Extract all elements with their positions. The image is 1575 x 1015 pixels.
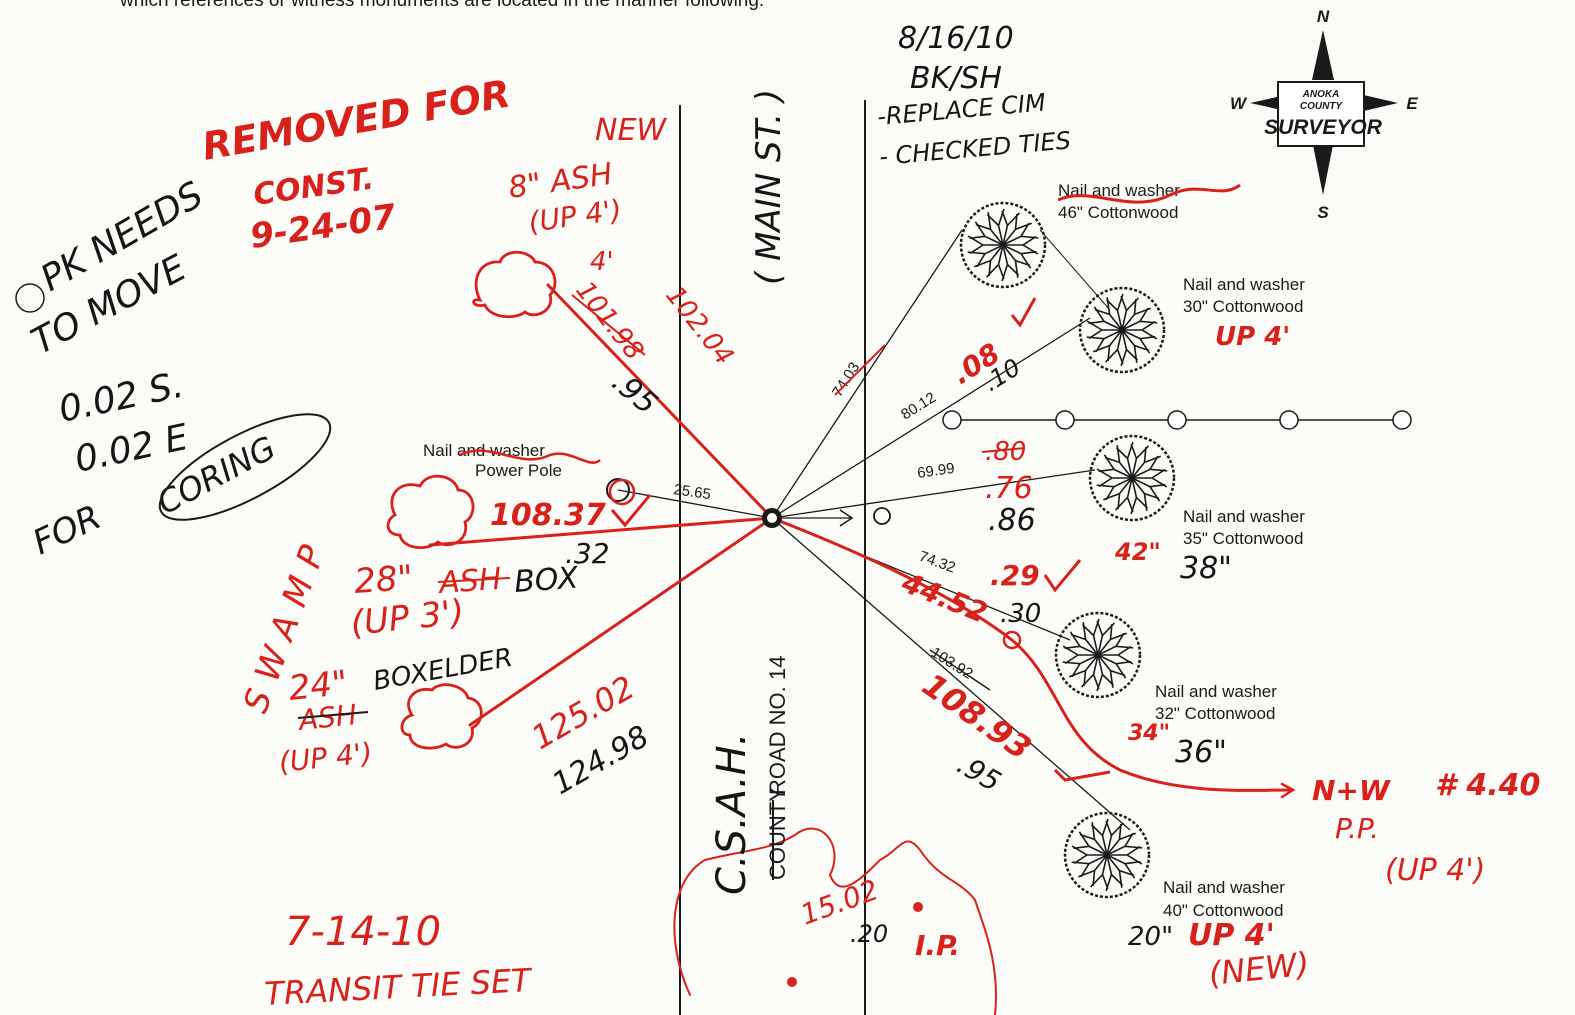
red-tie-lines <box>428 283 1296 1015</box>
main-st-label: ( MAIN ST. ) <box>749 89 789 285</box>
compass-w: W <box>1230 94 1248 113</box>
t3-line2: 35" Cottonwood <box>1183 529 1303 548</box>
t3-size-new: 38" <box>1180 551 1232 586</box>
header-text: which references or witness monuments ar… <box>119 0 764 11</box>
power-pole-dist: 25.65 <box>672 481 712 503</box>
t4-size-old: 34" <box>1128 721 1170 746</box>
t4-line1: Nail and washer <box>1155 682 1277 701</box>
power-pole-symbol <box>606 478 630 502</box>
t5-line1: Nail and washer <box>1163 878 1285 897</box>
offset-line2: 0.02 E <box>71 417 192 481</box>
pp-dist-red1: 44.52 <box>896 566 991 630</box>
note-replace-cim: -REPLACE CIM <box>876 88 1047 131</box>
t2-line2: 30" Cottonwood <box>1183 297 1303 316</box>
t3-dist-red2: .76 <box>985 471 1033 506</box>
t2-up: UP 4' <box>1215 322 1290 352</box>
box24-up: (UP 4') <box>277 736 374 779</box>
compass-badge-line1: ANOKA <box>1302 89 1340 100</box>
t1-dist-old: 74.03 <box>829 359 863 400</box>
check-initials: BK/SH <box>910 61 1002 96</box>
t4-dist-red: .29 <box>990 559 1040 592</box>
removed-note-line1: REMOVED FOR <box>199 71 514 168</box>
ash8-extra: 4' <box>590 247 614 277</box>
county-word: COUNTY <box>765 787 790 880</box>
utility-line <box>942 410 1412 430</box>
t4-dist-black: .30 <box>1000 599 1041 629</box>
cottonwood-tree-icon <box>1054 611 1142 699</box>
shrub-28in-box <box>386 474 475 550</box>
csah-label: C.S.A.H. <box>709 733 755 895</box>
t4-size-new: 36" <box>1175 735 1227 770</box>
compass-badge-line2: COUNTY <box>1300 101 1344 112</box>
shrub-8in-ash <box>472 250 557 319</box>
box24-size: 24" <box>287 663 350 709</box>
cottonwood-tree-icon <box>1088 434 1176 522</box>
pp-pp: P.P. <box>1335 812 1379 845</box>
t5-size-new: 20" <box>1128 922 1173 952</box>
compass-n: N <box>1317 7 1330 26</box>
cottonwood-tree-icon <box>959 201 1047 289</box>
cottonwood-tree-icon <box>1078 286 1166 374</box>
t3-dist-old: 69.99 <box>916 460 956 482</box>
bottom-dist-black: .20 <box>850 920 888 948</box>
road-number: ROAD NO. 14 <box>765 656 790 795</box>
pp-num: # 4.40 <box>1435 768 1540 803</box>
note-checked-ties: - CHECKED TIES <box>878 126 1072 171</box>
t3-size-old: 42" <box>1114 538 1161 566</box>
cottonwood-tree-icon <box>1063 811 1151 899</box>
pp-up: (UP 4') <box>1385 853 1485 888</box>
t5-line2: 40" Cottonwood <box>1163 901 1283 920</box>
t2-dist-old: 80.12 <box>898 389 939 423</box>
t5-up: UP 4' <box>1188 918 1275 953</box>
compass-e: E <box>1406 94 1418 113</box>
ash8-dist-check: .95 <box>605 364 664 421</box>
power-pole-line2: Power Pole <box>475 461 562 480</box>
box28-species-new: BOX <box>513 561 581 600</box>
shrub-24in-boxelder <box>400 683 483 750</box>
compass-rose: N S W E ANOKA COUNTY SURVEYOR <box>1230 7 1418 222</box>
box28-size: 28" <box>353 558 415 602</box>
cottonwood-trees <box>959 201 1176 899</box>
t3-dist-black: .86 <box>988 503 1036 538</box>
t4-line2: 32" Cottonwood <box>1155 704 1275 723</box>
t2-line1: Nail and washer <box>1183 275 1305 294</box>
new-road-label: NEW <box>595 113 667 148</box>
compass-badge-line3: SURVEYOR <box>1264 116 1383 139</box>
offset-line3: FOR <box>27 497 107 563</box>
bottom-ip: I.P. <box>915 929 960 962</box>
ash8-dist-new: 102.04 <box>659 281 739 371</box>
bottom-date: 7-14-10 <box>285 909 441 955</box>
t3-line1: Nail and washer <box>1183 507 1305 526</box>
pp-label: N+W <box>1312 774 1391 807</box>
pp-dist-black: .95 <box>952 747 1007 798</box>
t1-line2: 46" Cottonwood <box>1058 203 1178 222</box>
check-date: 8/16/10 <box>898 21 1014 56</box>
box28-dist-black: .32 <box>565 537 610 570</box>
box24-species-new: BOXELDER <box>371 643 515 697</box>
box28-dist-red: 108.37 <box>490 498 606 533</box>
compass-s: S <box>1317 203 1329 222</box>
bottom-note: TRANSIT TIE SET <box>263 961 534 1013</box>
